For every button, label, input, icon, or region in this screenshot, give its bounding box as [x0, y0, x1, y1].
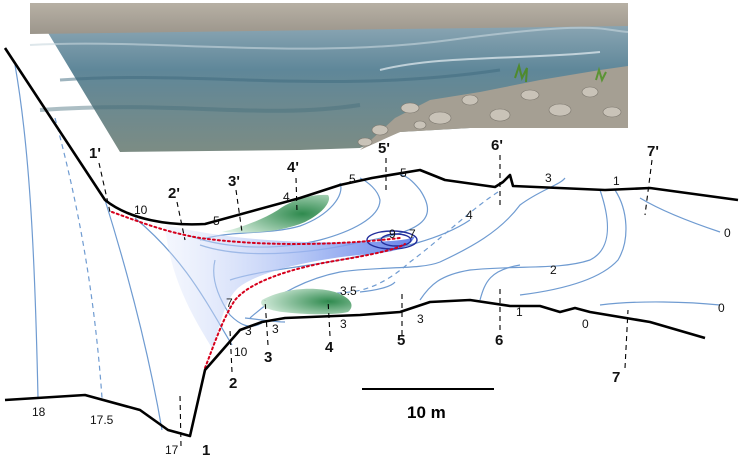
- contour-label-10-bottom: 10: [234, 345, 248, 359]
- section-label-5-prime: 5': [378, 140, 390, 157]
- section-1-prime-line: [98, 162, 111, 213]
- contour-label-3-d: 3: [417, 312, 424, 326]
- pool-shading: [165, 225, 418, 348]
- cross-sections: [98, 155, 653, 447]
- bank-lines: [3, 47, 739, 438]
- contour-label-10-top: 10: [134, 203, 148, 217]
- thalweg-lines: [111, 211, 406, 369]
- contour-label-17-5: 17.5: [90, 413, 114, 427]
- river-photo: [29, 3, 629, 152]
- section-label-4-prime: 4': [287, 159, 299, 176]
- contour-label-4-a: 4: [283, 190, 290, 204]
- contour-label-3-5: 3.5: [340, 284, 357, 298]
- section-label-2: 2: [229, 375, 237, 392]
- contour-label-0-bottom: 0: [582, 317, 589, 331]
- section-label-5: 5: [397, 332, 405, 349]
- contour-label-18: 18: [32, 405, 46, 419]
- contour-label-5-b: 5: [349, 172, 356, 186]
- scale-bar: 10 m: [362, 388, 494, 422]
- section-label-7-prime: 7': [647, 143, 659, 160]
- contour-label-17: 17: [165, 443, 179, 457]
- contour-labels: 18 17.5 17 10 10 7 7 9 5 5 5 4 4 3.5 3 3…: [32, 166, 731, 457]
- contour-label-1-bottom: 1: [516, 305, 523, 319]
- section-label-3: 3: [264, 349, 272, 366]
- section-labels: 1' 2' 3' 4' 5' 6' 7' 1 2 3 4 5 6 7: [89, 137, 659, 459]
- section-7-prime-line: [644, 159, 653, 216]
- section-label-4: 4: [325, 339, 334, 356]
- section-label-2-prime: 2': [168, 185, 180, 202]
- section-4-line: [327, 299, 331, 337]
- contour-label-7-right: 7: [409, 227, 416, 241]
- contour-label-3-c: 3: [340, 317, 347, 331]
- contour-label-0-far: 0: [718, 301, 725, 315]
- section-label-6: 6: [495, 332, 503, 349]
- contour-label-2: 2: [550, 263, 557, 277]
- contour-label-5-a: 5: [213, 214, 220, 228]
- section-1-line: [179, 394, 182, 447]
- section-label-1: 1: [202, 442, 210, 458]
- contour-label-4-b: 4: [466, 208, 473, 222]
- scale-bar-label: 10 m: [407, 403, 446, 422]
- contour-label-5-c: 5: [400, 166, 407, 180]
- section-3-line: [264, 299, 269, 346]
- section-3-prime-line: [235, 189, 243, 233]
- contour-label-3-b: 3: [272, 322, 279, 336]
- contour-label-9: 9: [389, 227, 396, 241]
- contour-label-1-top: 1: [613, 174, 620, 188]
- contour-label-3-a: 3: [245, 324, 252, 338]
- contour-label-7-left: 7: [226, 296, 233, 310]
- section-label-1-prime: 1': [89, 145, 101, 162]
- section-label-3-prime: 3': [228, 173, 240, 190]
- section-2-prime-line: [176, 201, 186, 241]
- section-label-6-prime: 6': [491, 137, 503, 154]
- section-7-line: [624, 309, 629, 369]
- section-4-prime-line: [295, 177, 298, 213]
- contour-label-0-right: 0: [724, 226, 731, 240]
- section-label-7: 7: [612, 369, 620, 386]
- section-2-line: [229, 329, 233, 373]
- contour-label-3-top: 3: [545, 171, 552, 185]
